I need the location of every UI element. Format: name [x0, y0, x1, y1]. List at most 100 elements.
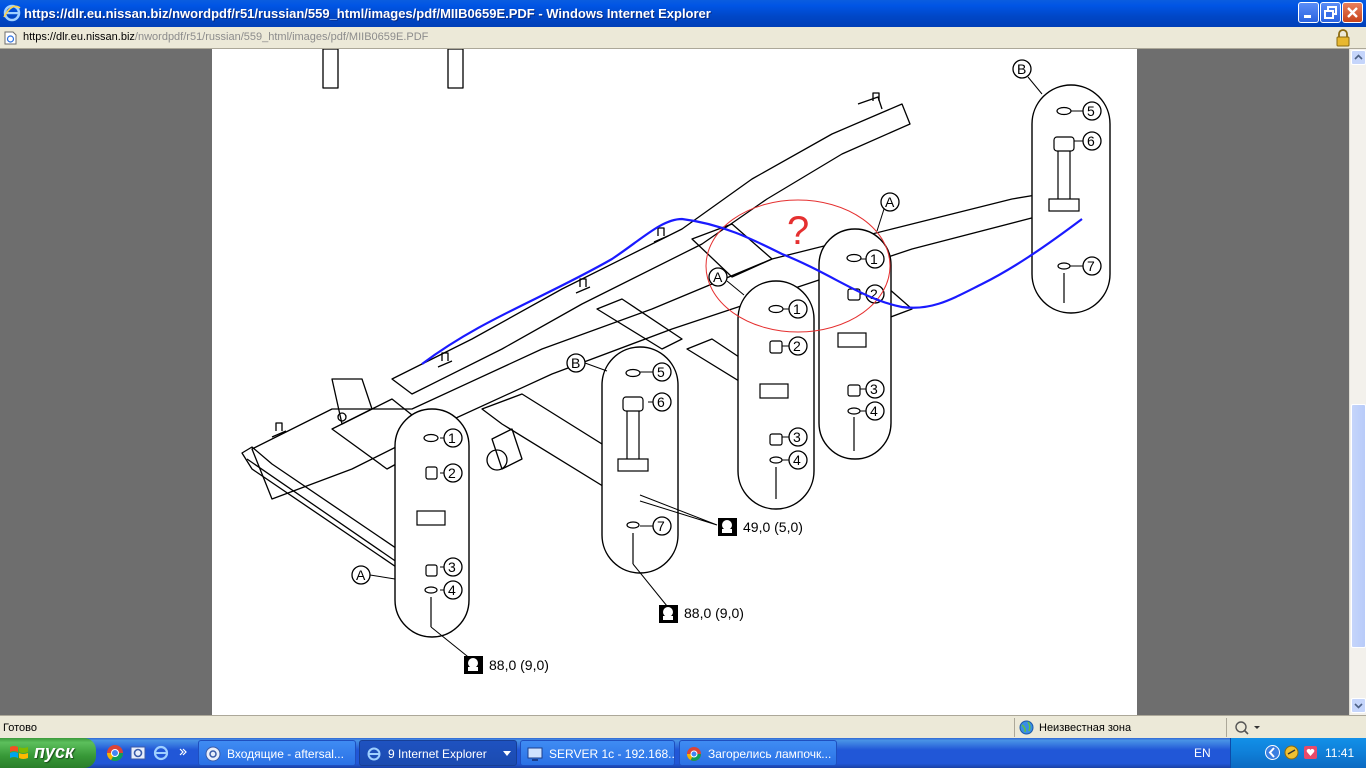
language-indicator[interactable]: EN	[1194, 746, 1211, 760]
page-icon	[4, 31, 17, 45]
window-title-bar[interactable]: https://dlr.eu.nissan.biz/nwordpdf/r51/r…	[0, 0, 1366, 27]
callout-a: A	[356, 567, 366, 583]
torque-labels: 88,0 (9,0) 88,0 (9,0) 49,0 (5,0)	[464, 518, 803, 674]
address-bar[interactable]: https://dlr.eu.nissan.biz/nwordpdf/r51/r…	[0, 27, 1366, 49]
chrome-icon	[687, 747, 701, 761]
zone-label: Неизвестная зона	[1039, 722, 1132, 734]
callout-7: 7	[657, 518, 665, 534]
annotation-circle	[705, 199, 891, 333]
scroll-thumb[interactable]	[1351, 404, 1366, 648]
task-remote-server[interactable]: SERVER 1c - 192.168...	[520, 740, 675, 766]
windows-logo-icon	[10, 746, 28, 759]
vertical-scrollbar[interactable]	[1349, 49, 1366, 715]
annotation-blue-line	[421, 217, 1083, 365]
window-title: https://dlr.eu.nissan.biz/nwordpdf/r51/r…	[24, 6, 711, 21]
annotation-question-mark: ?	[787, 209, 809, 253]
callout-4: 4	[793, 452, 801, 468]
close-button[interactable]	[1342, 2, 1363, 23]
url-scheme: https://	[23, 31, 57, 43]
callout-3: 3	[793, 429, 801, 445]
callout-6: 6	[657, 394, 665, 410]
security-zone[interactable]: Неизвестная зона	[1014, 718, 1226, 737]
callout-1: 1	[793, 301, 801, 317]
remote-desktop-icon	[527, 747, 543, 761]
torque-wrench-icon	[464, 656, 483, 674]
frame-bracket	[491, 428, 523, 470]
start-button[interactable]: пуск	[0, 738, 96, 768]
cross-member	[596, 298, 683, 350]
callout-4: 4	[448, 582, 456, 598]
torque-wrench-icon	[659, 605, 678, 623]
chevron-up-icon	[1354, 54, 1363, 60]
taskbar: пуск Входящие - aftersal... 9 Internet E…	[0, 738, 1366, 768]
scroll-down-button[interactable]	[1351, 698, 1366, 713]
status-text: Готово	[3, 722, 37, 734]
callout-a: A	[713, 269, 723, 285]
start-label: пуск	[34, 742, 75, 762]
callout-2: 2	[448, 465, 456, 481]
task-mail[interactable]: Входящие - aftersal...	[198, 740, 356, 766]
chevron-right-icon[interactable]	[178, 744, 188, 762]
callout-4: 4	[870, 403, 878, 419]
restore-icon	[1324, 6, 1337, 19]
frame-hole	[486, 449, 508, 471]
scroll-up-button[interactable]	[1351, 50, 1366, 65]
document-viewport[interactable]: 1 2 3 4 A 5 6 7 B 1 2 3 4 A 1 2 3 4 A 5	[0, 49, 1349, 715]
frame-side-rail	[391, 103, 911, 395]
ie-icon	[367, 747, 381, 761]
frame-mount	[857, 96, 883, 110]
callout-1: 1	[870, 251, 878, 267]
mail-icon	[205, 746, 221, 762]
callout-2: 2	[870, 286, 878, 302]
frame-part-top	[322, 49, 339, 89]
minimize-button[interactable]	[1298, 2, 1319, 23]
minimize-icon	[1304, 15, 1311, 18]
front-crossmember-edge	[246, 458, 408, 570]
callout-3: 3	[870, 381, 878, 397]
frame-bracket	[331, 378, 373, 425]
frame-hole	[337, 412, 347, 422]
address-url[interactable]: https://dlr.eu.nissan.biz/nwordpdf/r51/r…	[23, 31, 428, 43]
callout-5: 5	[1087, 103, 1095, 119]
chrome-icon[interactable]	[106, 744, 124, 762]
task-internet-explorer[interactable]: 9 Internet Explorer	[359, 740, 517, 766]
heart-icon[interactable]	[1303, 745, 1318, 760]
outlook-icon[interactable]	[129, 744, 147, 762]
pdf-page: 1 2 3 4 A 5 6 7 B 1 2 3 4 A 1 2 3 4 A 5	[212, 49, 1137, 715]
restore-button[interactable]	[1320, 2, 1341, 23]
back-arrow-icon[interactable]	[1265, 745, 1280, 760]
lock-icon[interactable]	[1334, 29, 1352, 47]
task-label: 9 Internet Explorer	[388, 747, 487, 761]
task-label: Входящие - aftersal...	[227, 747, 344, 761]
internet-explorer-icon[interactable]	[152, 744, 170, 762]
callout-2: 2	[793, 338, 801, 354]
status-bar: Готово Неизвестная зона	[0, 715, 1366, 738]
task-chrome[interactable]: Загорелись лампочк...	[679, 740, 837, 766]
torque-value-rear: 49,0 (5,0)	[743, 519, 803, 535]
frame-part-top	[447, 49, 464, 89]
torque-wrench-icon	[718, 518, 737, 536]
url-path: /nwordpdf/r51/russian/559_html/images/pd…	[134, 31, 429, 43]
callout-1: 1	[448, 430, 456, 446]
callout-b: B	[571, 355, 580, 371]
callout-6: 6	[1087, 133, 1095, 149]
dropdown-arrow-icon	[503, 751, 511, 756]
antivirus-icon[interactable]	[1284, 745, 1299, 760]
url-host: dlr.eu.nissan.biz	[56, 31, 135, 43]
zoom-control[interactable]	[1226, 718, 1266, 737]
callout-b: B	[1017, 61, 1026, 77]
front-crossmember	[241, 446, 418, 575]
torque-value-front: 88,0 (9,0)	[489, 657, 549, 673]
clock[interactable]: 11:41	[1325, 746, 1355, 760]
internet-explorer-icon	[3, 4, 21, 22]
frame-mount-bolt	[271, 422, 287, 438]
system-tray: EN 11:41	[1194, 738, 1366, 768]
callout-7: 7	[1087, 258, 1095, 274]
task-label: SERVER 1c - 192.168...	[549, 747, 675, 761]
torque-value-middle: 88,0 (9,0)	[684, 605, 744, 621]
zoom-icon	[1235, 721, 1260, 735]
callout-3: 3	[448, 559, 456, 575]
chevron-down-icon	[1354, 703, 1363, 709]
task-label: Загорелись лампочк...	[708, 747, 832, 761]
close-icon	[1347, 7, 1358, 18]
